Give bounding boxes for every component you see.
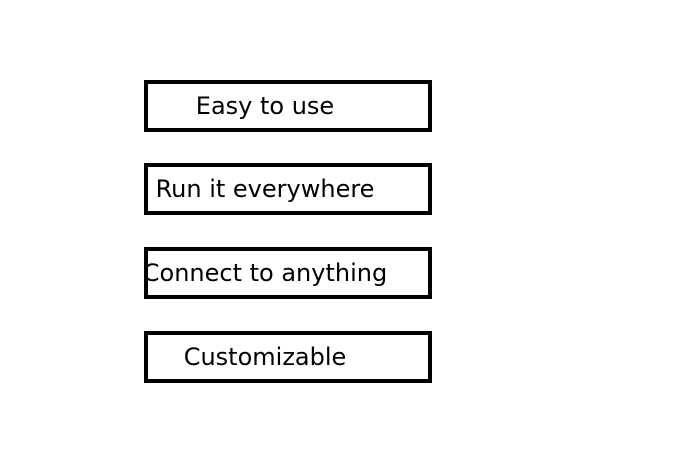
feature-box-label: Connect to anything: [142, 259, 388, 287]
feature-box-run-it-everywhere[interactable]: Run it everywhere: [144, 163, 432, 215]
feature-box-label: Easy to use: [195, 92, 335, 120]
feature-box-label: Customizable: [183, 343, 347, 371]
feature-box-label: Run it everywhere: [155, 175, 375, 203]
feature-box-connect-to-anything[interactable]: Connect to anything: [142, 247, 432, 299]
feature-box-customizable[interactable]: Customizable: [144, 331, 432, 383]
feature-box-easy-to-use[interactable]: Easy to use: [144, 80, 432, 132]
